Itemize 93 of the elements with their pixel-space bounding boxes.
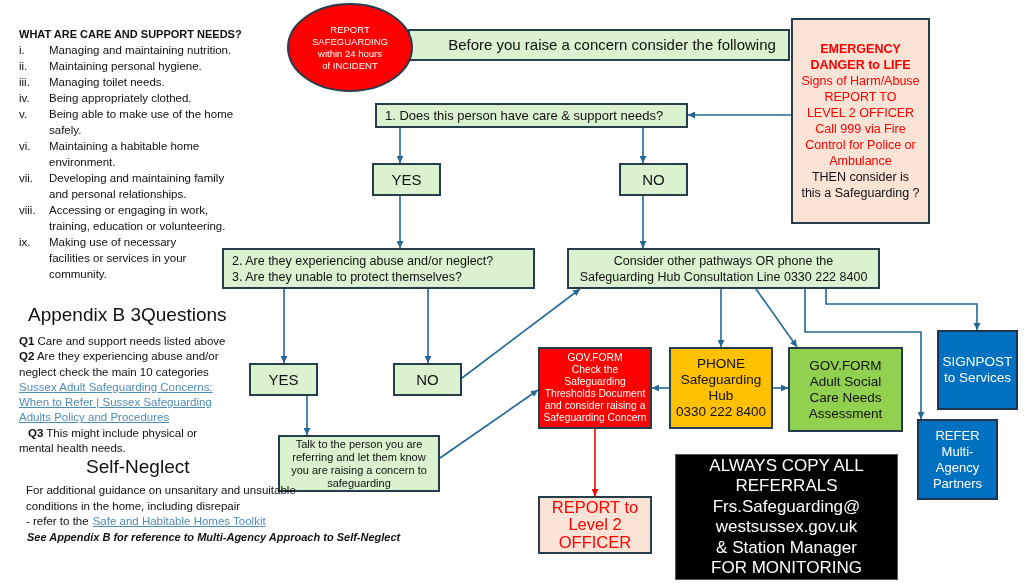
- choice-label: YES: [391, 170, 422, 189]
- flow-arrow: [396, 127, 404, 164]
- flow-arrow: [651, 384, 670, 392]
- flow-arrow: [461, 288, 581, 379]
- list-numeral: iii.: [19, 75, 31, 90]
- section-heading: WHAT ARE CARE AND SUPPORT NEEDS?: [19, 27, 243, 42]
- emergency-heading: EMERGENCY DANGER to LIFE: [809, 41, 912, 73]
- flow-arrow: [687, 111, 792, 119]
- pathway-text: Consider other pathways OR phone the: [613, 252, 834, 269]
- section-heading: Self-Neglect: [86, 456, 190, 478]
- question-note: Q3 This might include physical or mental health needs.: [19, 425, 199, 457]
- emergency-text: Call 999 via Fire Control for Police or Ambulance: [804, 121, 917, 169]
- choice-label: NO: [416, 370, 439, 389]
- alert-text: within 24 hours of INCIDENT: [317, 47, 383, 72]
- choice-label: NO: [642, 170, 665, 189]
- choice-box: [372, 163, 441, 196]
- flow-arrow: [772, 384, 789, 392]
- list-item-text: Managing toilet needs.: [49, 75, 166, 90]
- choice-box: [393, 363, 462, 396]
- pathway-box: [567, 248, 880, 289]
- list-numeral: vii.: [19, 171, 35, 186]
- phone-text: Safeguarding Hub: [679, 372, 763, 404]
- choice-box: [619, 163, 688, 196]
- question-text: 2. Are they experiencing abuse and/or neglect?: [232, 252, 494, 269]
- form-box: [538, 347, 652, 429]
- question-note: Q1 Care and support needs listed above: [19, 334, 227, 349]
- banner-text: Before you raise a concern consider the following: [448, 36, 776, 54]
- notice-text: ALWAYS COPY ALL REFERRALS: [708, 455, 865, 497]
- guidance-text: For additional guidance on unsanitary and unsuitable conditions in the home, including disrepair: [26, 483, 297, 514]
- list-item-text: Maintaining a habitable home environment.: [49, 139, 201, 170]
- form-box: [788, 347, 903, 432]
- guidance-text: - refer to the: [26, 515, 89, 527]
- flow-arrow: [396, 195, 404, 249]
- form-text: Check the Safeguarding Thresholds Document and consider raising a Safeguarding Concern: [542, 364, 648, 424]
- list-item-text: Being appropriately clothed.: [49, 91, 193, 106]
- flow-arrow: [755, 288, 798, 348]
- banner-box: [408, 29, 790, 61]
- list-item-text: Developing and maintaining family and personal relationships.: [49, 171, 226, 202]
- emergency-box: [791, 18, 930, 224]
- flow-arrow: [717, 288, 725, 348]
- flow-arrow: [591, 428, 599, 497]
- flow-arrow: [280, 288, 288, 364]
- flow-arrow: [439, 389, 539, 459]
- phone-heading: PHONE: [697, 356, 745, 372]
- form-heading: GOV.FORM: [809, 357, 882, 374]
- emergency-text: REPORT TO LEVEL 2 OFFICER: [805, 89, 916, 121]
- list-item-text: Making use of necessary facilities or services in your community.: [49, 235, 188, 282]
- flow-arrow: [804, 288, 925, 420]
- question-box: [222, 248, 535, 289]
- question-note: Q2 Are they experiencing abuse and/or neglect check the main 10 categories: [19, 349, 220, 380]
- list-numeral: v.: [19, 107, 29, 122]
- section-heading: Appendix B 3Questions: [28, 304, 227, 326]
- notice-text: Frs.Safeguarding@ westsussex.gov.uk: [711, 496, 862, 538]
- hyperlink: Safe and Habitable Homes Toolkit: [92, 515, 266, 527]
- flow-arrow: [424, 288, 432, 364]
- report-box: [538, 496, 652, 554]
- flow-arrow: [303, 395, 311, 436]
- referral-text: Multi-Agency Partners: [931, 443, 984, 492]
- list-numeral: ii.: [19, 59, 29, 74]
- alert-ellipse: [287, 3, 413, 92]
- phone-box: [669, 347, 773, 429]
- phone-text: 0330 222 8400: [675, 404, 767, 420]
- question-text: 3. Are they unable to protect themselves?: [232, 268, 462, 285]
- emergency-text: Signs of Harm/Abuse: [801, 73, 920, 89]
- pathway-text: Safeguarding Hub Consultation Line 0330 222 8400: [579, 268, 868, 285]
- list-item-text: Accessing or engaging in work, training, education or volunteering.: [49, 203, 227, 234]
- choice-label: YES: [268, 370, 299, 389]
- report-text: REPORT to Level 2 OFFICER: [550, 498, 640, 552]
- signpost-text: SIGNPOST to Services: [941, 354, 1014, 386]
- referral-heading: REFER: [935, 427, 980, 444]
- list-numeral: iv.: [19, 91, 31, 106]
- referral-box: [917, 419, 998, 500]
- question-box: [375, 103, 688, 128]
- form-text: Adult Social Care Needs Assessment: [807, 373, 884, 422]
- list-numeral: i.: [19, 43, 26, 58]
- list-item-text: Managing and maintaining nutrition.: [49, 43, 233, 58]
- flow-arrow: [639, 195, 647, 249]
- signpost-box: [937, 330, 1018, 410]
- notice-box: [675, 454, 898, 580]
- notice-text: & Station Manager FOR MONITORING: [710, 537, 863, 579]
- emergency-text: THEN consider is this a Safeguarding ?: [800, 169, 921, 201]
- list-numeral: viii.: [19, 203, 37, 218]
- note-text: See Appendix B for reference to Multi-Agency Approach to Self-Neglect: [27, 530, 401, 545]
- choice-box: [249, 363, 318, 396]
- list-numeral: vi.: [19, 139, 32, 154]
- flow-arrow: [825, 288, 981, 331]
- flow-arrow: [639, 127, 647, 164]
- question-text: 1. Does this person have care & support needs?: [385, 107, 664, 124]
- hyperlink: Sussex Adult Safeguarding Concerns: When to Refer | Sussex Safeguarding Adults Policy and Procedures: [19, 379, 214, 426]
- form-heading: GOV.FORM: [567, 352, 623, 364]
- list-numeral: ix.: [19, 235, 32, 250]
- list-item-text: Maintaining personal hygiene.: [49, 59, 203, 74]
- list-item-text: Being able to make use of the home safely.: [49, 107, 235, 138]
